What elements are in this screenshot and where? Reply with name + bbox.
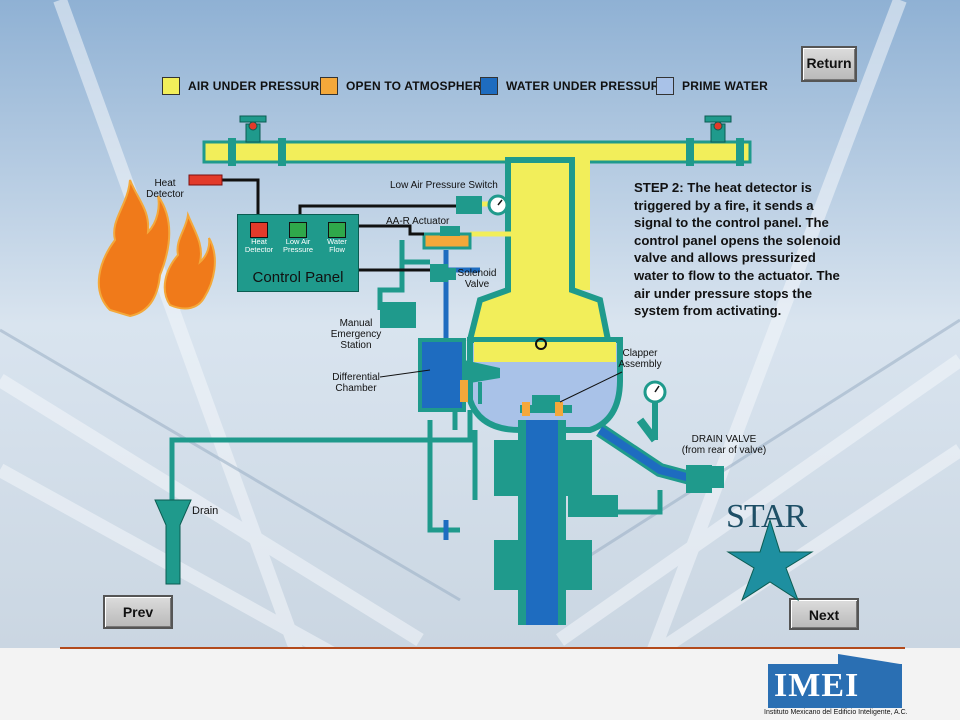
indicator-light-low-air <box>289 222 307 238</box>
drain-valve-pipe <box>570 380 724 515</box>
label-drain-valve-line1: DRAIN VALVE <box>691 434 757 445</box>
indicator-water-line1: Water <box>327 237 347 246</box>
indicator-heat-detector: Heat Detector <box>244 222 274 260</box>
indicator-low-air-line1: Low Air <box>285 237 311 246</box>
label-manual-emergency-station: Manual Emergency Station <box>326 318 386 351</box>
indicator-heat-line2: Detector <box>244 245 274 254</box>
legend-water: WATER UNDER PRESSURE <box>480 76 668 96</box>
label-solenoid-valve: Solenoid Valve <box>454 268 500 290</box>
clapper-assembly <box>520 395 572 416</box>
dry-pipe-valve-body <box>467 337 623 433</box>
legend-open: OPEN TO ATMOSPHERE <box>320 76 490 96</box>
control-panel: Heat Detector Low Air Pressure Water Flo… <box>237 214 359 292</box>
return-button[interactable]: Return <box>801 46 857 82</box>
water-riser <box>494 420 618 625</box>
fire-icon <box>97 179 216 318</box>
legend-label-air: AIR UNDER PRESSURE <box>188 79 328 93</box>
indicator-light-heat <box>250 222 268 238</box>
label-differential-line1: Differential <box>332 372 380 383</box>
star-logo-text: STAR <box>726 498 807 535</box>
indicator-low-air-line2: Pressure <box>282 245 313 254</box>
legend-prime: PRIME WATER <box>656 76 768 96</box>
label-drain-valve-line2: (from rear of valve) <box>681 445 767 456</box>
label-drain-valve: DRAIN VALVE (from rear of valve) <box>674 434 774 456</box>
heat-detector <box>188 174 223 186</box>
next-button[interactable]: Next <box>789 598 859 630</box>
manual-emergency-station <box>380 302 416 328</box>
sprinkler-head-right <box>704 115 732 143</box>
aar-actuator <box>422 226 472 250</box>
sprinkler-head-left <box>239 115 267 143</box>
indicator-label-low-air: Low Air Pressure <box>282 238 314 254</box>
legend-label-water: WATER UNDER PRESSURE <box>506 79 668 93</box>
label-heat-detector-line2: Detector <box>146 189 184 200</box>
label-drain: Drain <box>192 505 219 517</box>
label-differential-line2: Chamber <box>335 383 377 394</box>
drain-funnel <box>154 499 192 585</box>
low-air-pressure-switch <box>456 194 509 216</box>
indicator-heat-line1: Heat <box>251 237 267 246</box>
label-heat-detector-line1: Heat <box>154 178 176 189</box>
label-solenoid-line1: Solenoid <box>457 268 497 279</box>
imei-subtitle: Instituto Mexicano del Edificio Intelige… <box>764 709 908 716</box>
differential-chamber <box>418 338 500 412</box>
indicator-water-flow: Water Flow <box>322 222 352 260</box>
label-solenoid-line2: Valve <box>464 279 490 290</box>
legend-swatch-open <box>320 77 338 95</box>
legend-swatch-water <box>480 77 498 95</box>
label-manual-line3: Station <box>340 340 372 351</box>
label-manual-line1: Manual <box>339 318 373 329</box>
legend-label-prime: PRIME WATER <box>682 79 768 93</box>
star-logo-icon <box>726 518 814 602</box>
label-clapper-assembly: Clapper Assembly <box>610 348 670 370</box>
label-differential-chamber: Differential Chamber <box>326 372 386 394</box>
imei-logo: IMEI <box>768 664 902 708</box>
label-low-air-pressure-switch: Low Air Pressure Switch <box>390 180 498 191</box>
label-clapper-line2: Assembly <box>618 359 662 370</box>
legend-swatch-prime <box>656 77 674 95</box>
label-manual-line2: Emergency <box>330 329 382 340</box>
legend-air: AIR UNDER PRESSURE <box>162 76 328 96</box>
imei-logo-text: IMEI <box>774 667 860 704</box>
solenoid-valve <box>430 264 456 282</box>
step-description: STEP 2: The heat detector is triggered b… <box>634 180 841 319</box>
indicator-label-water-flow: Water Flow <box>322 238 352 254</box>
indicator-light-water-flow <box>328 222 346 238</box>
indicator-low-air-pressure: Low Air Pressure <box>282 222 314 260</box>
label-aar-actuator: AA-R Actuator <box>386 216 450 227</box>
control-panel-title: Control Panel <box>252 269 344 286</box>
indicator-label-heat: Heat Detector <box>244 238 274 254</box>
legend-label-open: OPEN TO ATMOSPHERE <box>346 79 491 93</box>
indicator-water-line2: Flow <box>329 245 345 254</box>
label-heat-detector: Heat Detector <box>142 178 188 200</box>
legend-swatch-air <box>162 77 180 95</box>
label-clapper-line1: Clapper <box>622 348 658 359</box>
prev-button[interactable]: Prev <box>103 595 173 629</box>
